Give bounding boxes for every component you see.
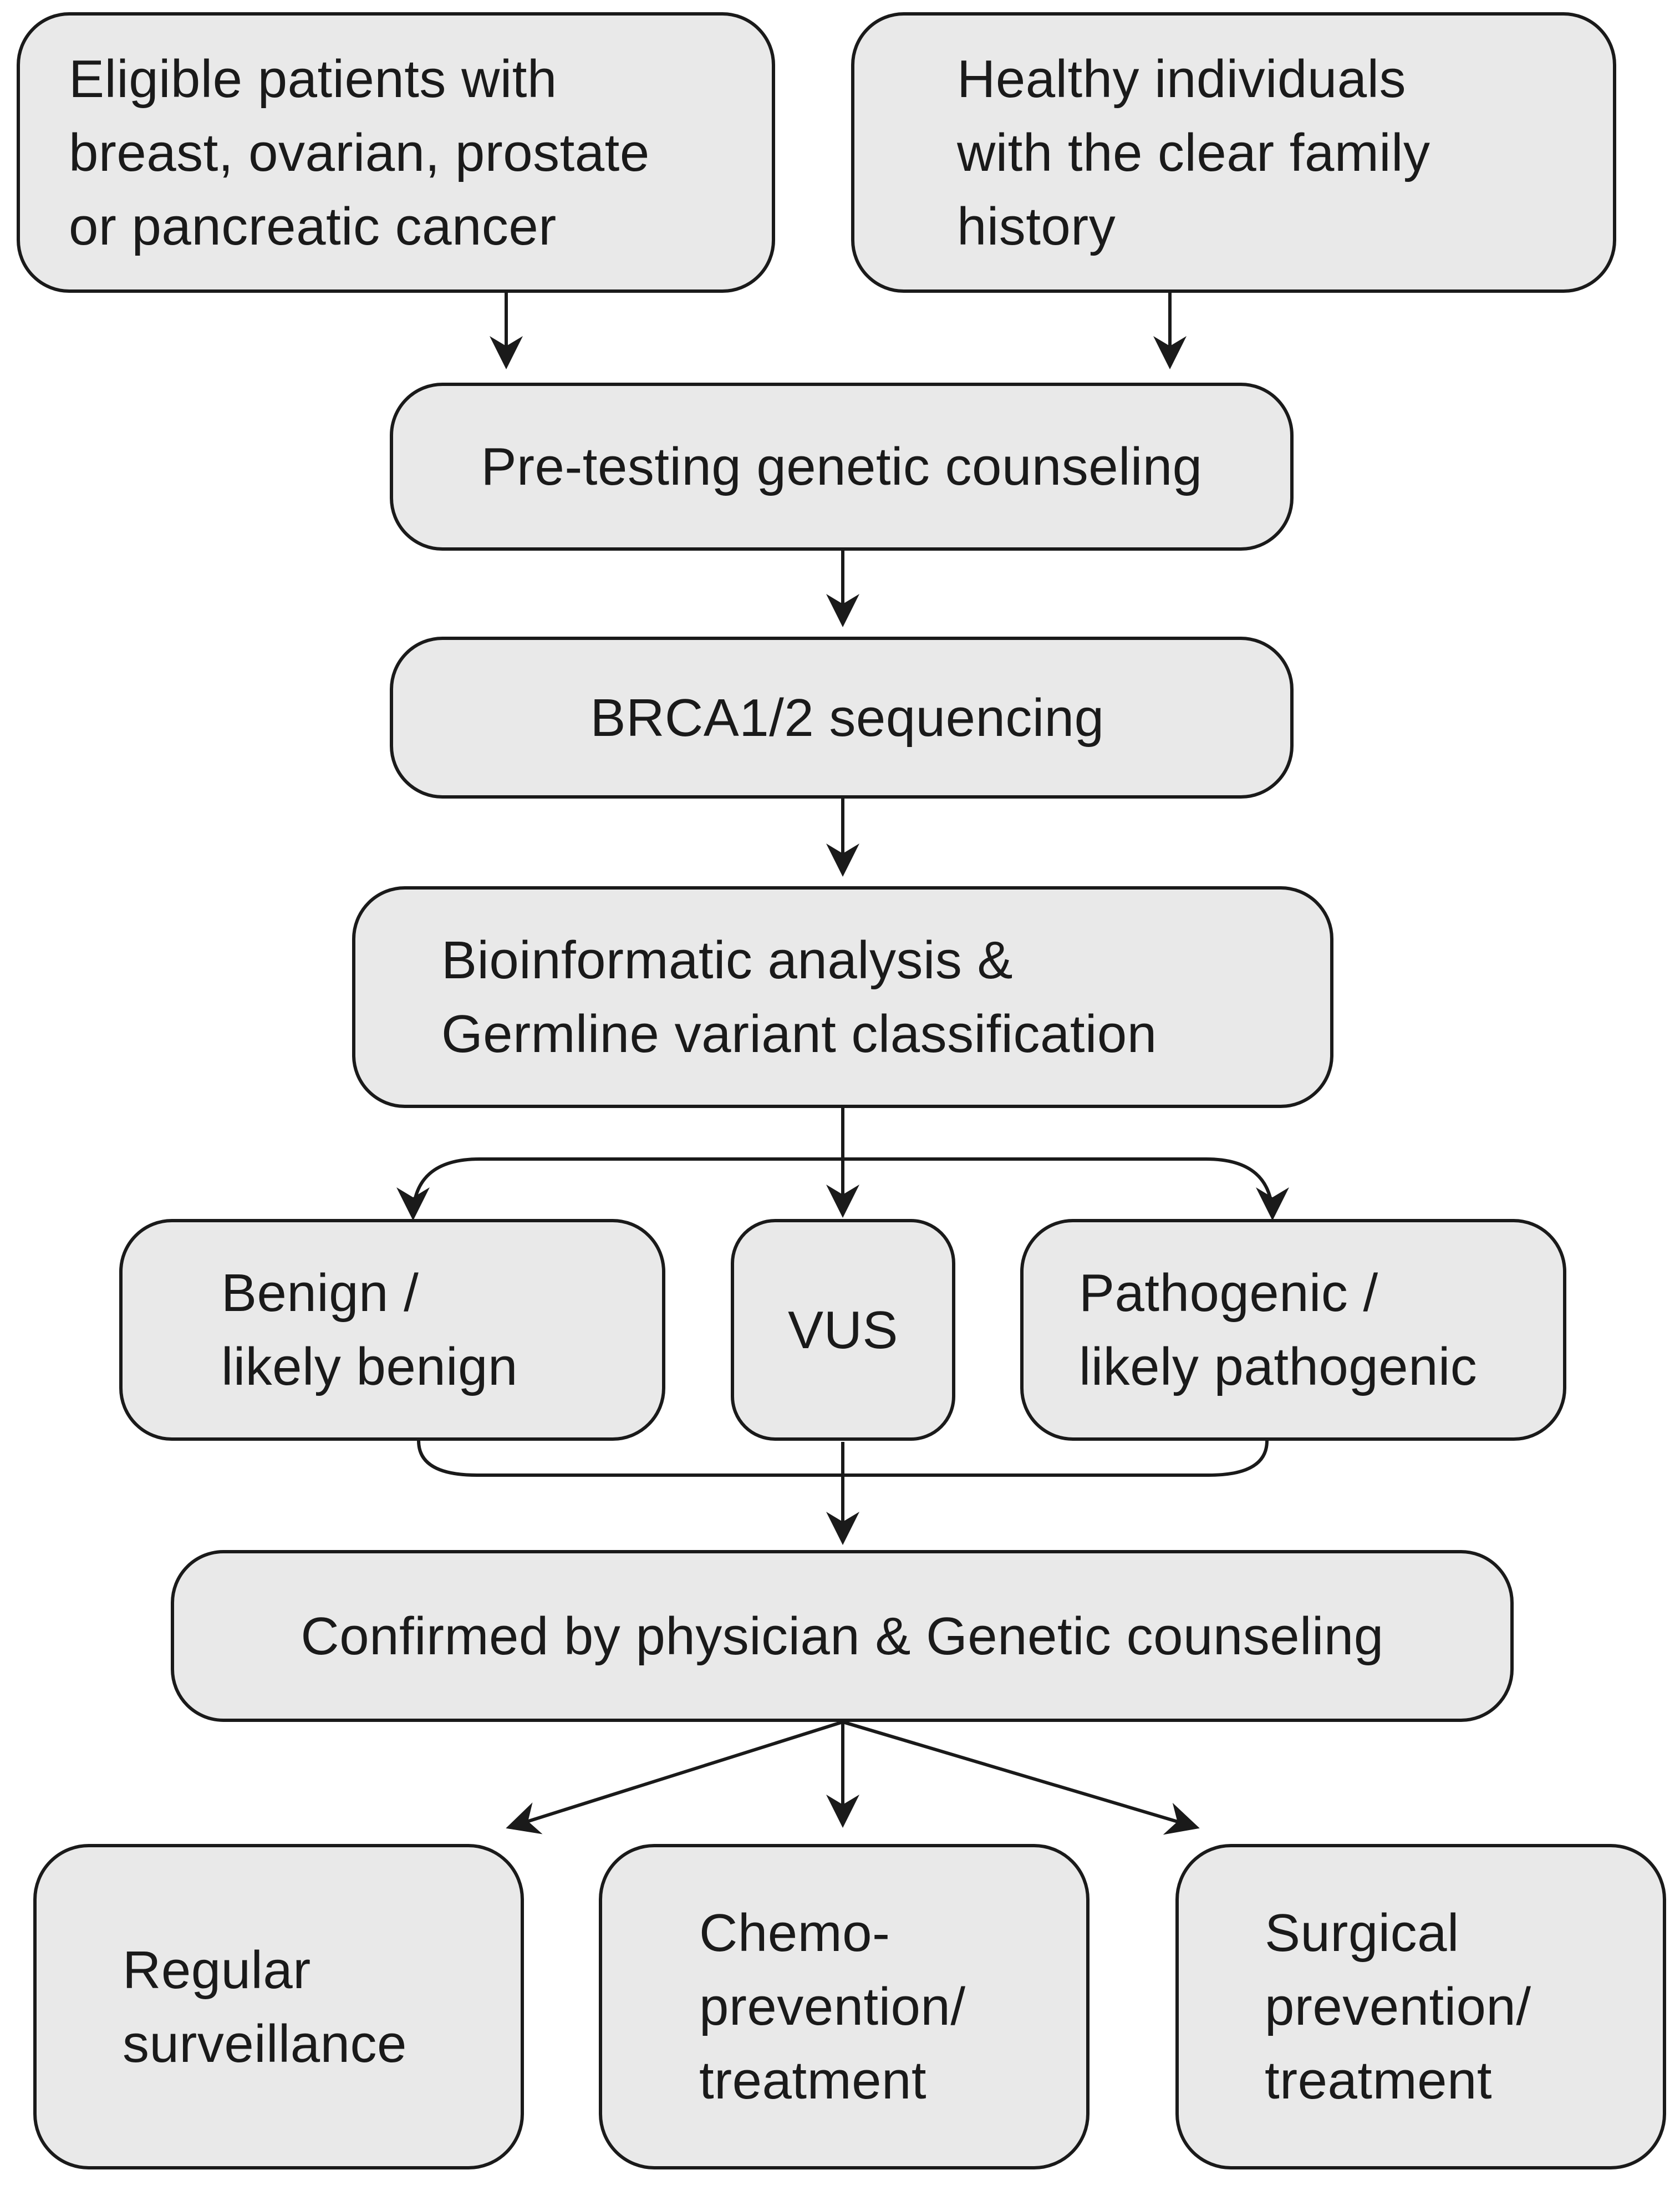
vus-box: VUS bbox=[731, 1219, 955, 1441]
brca-sequencing-box: BRCA1/2 sequencing bbox=[390, 637, 1294, 799]
vus-text: VUS bbox=[788, 1300, 898, 1360]
benign-text: Benign / likely benign bbox=[221, 1263, 518, 1396]
bioinformatic-analysis-text: Bioinformatic analysis & Germline varian… bbox=[441, 931, 1157, 1064]
pre-testing-counseling-text: Pre-testing genetic counseling bbox=[481, 437, 1203, 496]
eligible-patients-text: Eligible patients with breast, ovarian, … bbox=[69, 49, 650, 256]
healthy-individuals-box: Healthy individuals with the clear famil… bbox=[851, 12, 1616, 293]
eligible-patients-box: Eligible patients with breast, ovarian, … bbox=[17, 12, 775, 293]
surgical-prevention-text: Surgical prevention/ treatment bbox=[1265, 1903, 1531, 2110]
confirmed-counseling-text: Confirmed by physician & Genetic counsel… bbox=[301, 1606, 1384, 1666]
arrow-branch-to-benign bbox=[396, 1157, 843, 1221]
confirmed-counseling-box: Confirmed by physician & Genetic counsel… bbox=[171, 1550, 1514, 1722]
regular-surveillance-text: Regular surveillance bbox=[123, 1940, 407, 2074]
brca-sequencing-text: BRCA1/2 sequencing bbox=[590, 688, 1104, 748]
pathogenic-text: Pathogenic / likely pathogenic bbox=[1079, 1263, 1478, 1396]
arrow-confirmed-to-surveillance bbox=[506, 1720, 843, 1835]
bioinformatic-analysis-box: Bioinformatic analysis & Germline varian… bbox=[352, 886, 1333, 1108]
regular-surveillance-box: Regular surveillance bbox=[33, 1844, 524, 2169]
healthy-individuals-text: Healthy individuals with the clear famil… bbox=[957, 49, 1430, 256]
surgical-prevention-box: Surgical prevention/ treatment bbox=[1175, 1844, 1666, 2169]
benign-box: Benign / likely benign bbox=[119, 1219, 665, 1441]
chemo-prevention-box: Chemo- prevention/ treatment bbox=[599, 1844, 1090, 2169]
chemo-prevention-text: Chemo- prevention/ treatment bbox=[699, 1903, 966, 2110]
pathogenic-box: Pathogenic / likely pathogenic bbox=[1020, 1219, 1566, 1441]
pre-testing-counseling-box: Pre-testing genetic counseling bbox=[390, 383, 1294, 551]
arrow-confirmed-to-surgical bbox=[842, 1720, 1200, 1835]
arrow-branch-to-pathogenic bbox=[843, 1157, 1289, 1221]
